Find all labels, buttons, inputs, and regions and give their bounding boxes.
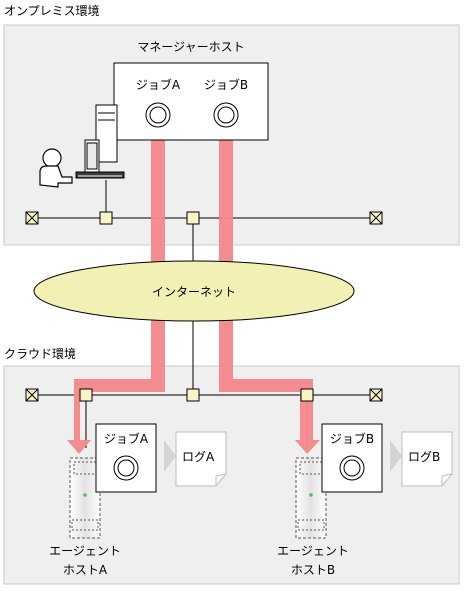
- lan-terminator: [369, 388, 383, 402]
- lan-node: [186, 211, 200, 225]
- job-a-flow: [67, 118, 165, 454]
- manager-host-box: [113, 62, 269, 141]
- lan-node: [99, 211, 113, 225]
- job-a-icon: [145, 102, 171, 128]
- agent-b-output-arrow: [390, 440, 402, 472]
- lan-node: [186, 388, 200, 402]
- internet-label: インターネット: [151, 285, 236, 299]
- lan-terminator: [25, 211, 39, 225]
- agent-a-name-line2: ホストA: [62, 563, 108, 577]
- cloud-region-title: クラウド環境: [4, 347, 77, 361]
- onprem-region-title: オンプレミス環境: [4, 4, 100, 18]
- agent-b-server-icon: [295, 457, 327, 539]
- user-icon: [39, 148, 73, 188]
- job-flow-arrows: [67, 118, 320, 454]
- lan-terminator: [369, 211, 383, 225]
- job-b-flow: [219, 118, 320, 454]
- agent-a-output-arrow: [164, 440, 176, 472]
- lan-node: [79, 388, 93, 402]
- manager-job-a-label: ジョブA: [135, 78, 181, 92]
- agent-b-name-line1: エージェント: [277, 544, 349, 558]
- log-b-label: ログB: [408, 450, 441, 464]
- agent-b-job-icon: [339, 455, 365, 481]
- manager-host-title: マネージャーホスト: [137, 40, 245, 54]
- agent-b-host-box: [321, 423, 383, 493]
- log-a-label: ログA: [182, 450, 215, 464]
- agent-b-job-label: ジョブB: [329, 432, 375, 446]
- internet-cloud: [33, 260, 355, 322]
- log-a-document-icon: [175, 431, 227, 487]
- job-b-icon: [213, 102, 239, 128]
- pc-icon: [75, 104, 125, 179]
- lan-terminator: [25, 388, 39, 402]
- agent-a-server-icon: [69, 457, 101, 539]
- log-a-document-fold: [215, 473, 227, 486]
- manager-job-b-label: ジョブB: [203, 78, 249, 92]
- agent-a-job-icon: [113, 455, 139, 481]
- agent-a-job-label: ジョブA: [103, 432, 149, 446]
- log-b-document-fold: [441, 473, 453, 486]
- agent-a-name-line1: エージェント: [49, 544, 121, 558]
- lan-node: [300, 388, 314, 402]
- agent-b-name-line2: ホストB: [290, 563, 336, 577]
- log-b-document-icon: [401, 431, 453, 487]
